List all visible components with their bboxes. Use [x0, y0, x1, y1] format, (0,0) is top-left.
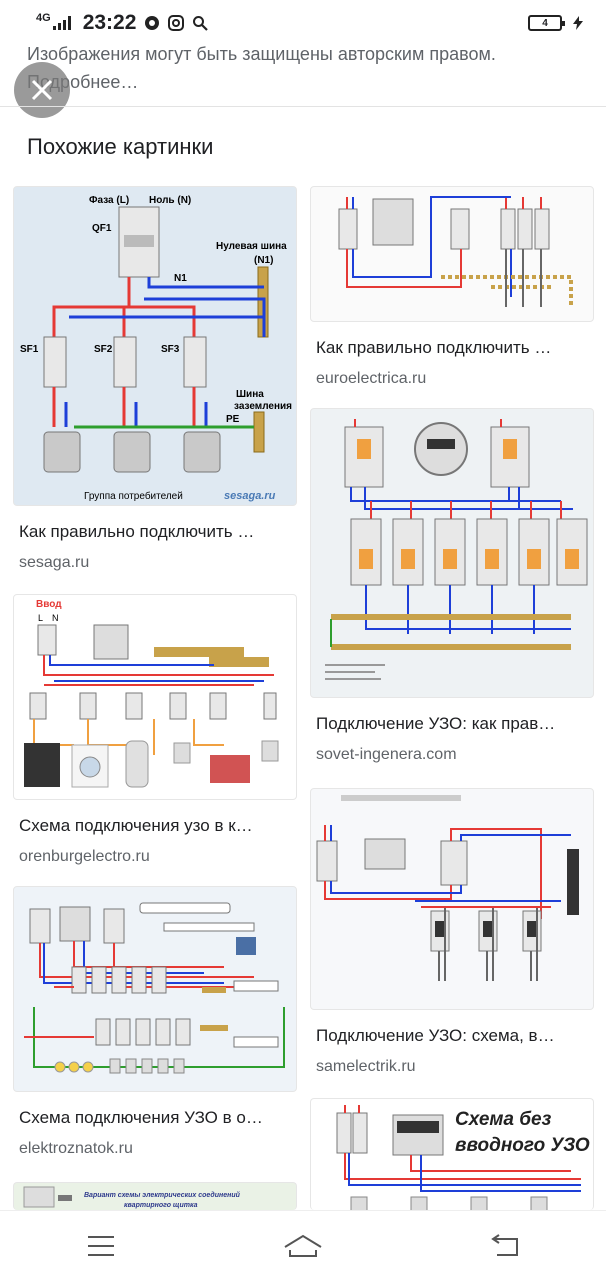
diagram-label: L: [38, 613, 43, 623]
result-source[interactable]: euroelectrica.ru: [316, 370, 427, 387]
wiring-diagram: Вариант схемы электрических соединений к…: [23, 1186, 241, 1209]
diagram-label: N: [52, 613, 59, 623]
thumbnail-caption: Схема без: [455, 1109, 552, 1130]
thumbnail-caption: квартирного щитка: [124, 1202, 198, 1209]
back-icon: [491, 1233, 518, 1256]
result-title[interactable]: Как правильно подключить …: [19, 522, 255, 541]
diagram-label: Нулевая шина: [216, 241, 287, 252]
status-bar: 4G 23:22 4: [0, 0, 606, 46]
network-type: 4G: [36, 12, 51, 24]
close-icon: [31, 79, 53, 101]
copyright-notice: Изображения могут быть защищены авторски…: [27, 44, 496, 92]
wiring-diagram: Схема без вводного УЗО: [336, 1105, 590, 1210]
result-thumbnail[interactable]: [13, 886, 297, 1092]
diagram-label: Фаза (L): [89, 195, 129, 206]
thumbnail-caption: вводного УЗО: [455, 1135, 590, 1156]
instagram-icon: [168, 15, 185, 31]
thumbnail-caption: Вариант схемы электрических соединений: [84, 1191, 241, 1199]
menu-button[interactable]: [71, 1221, 131, 1271]
wiring-diagram: [316, 795, 579, 981]
result-title[interactable]: Подключение УЗО: схема, в…: [316, 1026, 555, 1045]
section-title: Похожие картинки: [27, 134, 214, 159]
wiring-diagram: Фаза (L) Ноль (N) QF1 Нулевая шина (N1) …: [20, 195, 292, 502]
result-title[interactable]: Подключение УЗО: как прав…: [316, 714, 556, 733]
result-thumbnail[interactable]: Ввод L N: [13, 594, 297, 800]
result-thumbnail[interactable]: Вариант схемы электрических соединений к…: [13, 1182, 297, 1210]
divider: [0, 106, 606, 107]
result-title[interactable]: Схема подключения УЗО в о…: [19, 1108, 263, 1127]
result-thumbnail[interactable]: Фаза (L) Ноль (N) QF1 Нулевая шина (N1) …: [13, 186, 297, 506]
diagram-label: Ввод: [36, 599, 62, 610]
result-card[interactable]: Ввод L N Схема подключения узо в к…: [13, 594, 297, 866]
diagram-label: PE: [226, 414, 240, 425]
home-button[interactable]: [273, 1221, 333, 1271]
result-card[interactable]: Как правильно подключить … euroelectrica…: [310, 186, 594, 388]
wiring-diagram: Ввод L N: [24, 599, 279, 788]
diagram-label: Группа потребителей: [84, 490, 183, 502]
wiring-diagram: [325, 419, 588, 680]
watermark: sesaga.ru: [224, 490, 276, 502]
diagram-label: QF1: [92, 223, 112, 234]
result-thumbnail[interactable]: [310, 788, 594, 1010]
navigation-bar: [0, 1210, 606, 1280]
battery-indicator: 4: [528, 15, 565, 31]
clock: 23:22: [82, 11, 137, 34]
diagram-label: заземления: [234, 401, 292, 412]
chrome-icon: [145, 16, 160, 30]
menu-icon: [88, 1235, 114, 1256]
search-icon: [193, 16, 209, 31]
wiring-diagram: [24, 902, 285, 1074]
result-card[interactable]: Подключение УЗО: как прав… sovet-ingener…: [310, 408, 594, 764]
result-title[interactable]: Как правильно подключить …: [316, 338, 552, 357]
charging-icon: [573, 16, 583, 30]
result-title[interactable]: Схема подключения узо в к…: [19, 816, 253, 835]
result-thumbnail[interactable]: [310, 186, 594, 322]
diagram-label: N1: [174, 273, 187, 284]
result-card[interactable]: Подключение УЗО: схема, в… samelectrik.r…: [310, 788, 594, 1076]
back-button[interactable]: [475, 1221, 535, 1271]
result-source[interactable]: orenburgelectro.ru: [19, 848, 150, 865]
result-source[interactable]: samelectrik.ru: [316, 1058, 416, 1075]
diagram-label: Шина: [236, 389, 264, 400]
result-card[interactable]: Вариант схемы электрических соединений к…: [13, 1182, 297, 1210]
diagram-label: SF3: [161, 344, 180, 355]
result-source[interactable]: sesaga.ru: [19, 554, 90, 571]
signal-icon: [52, 16, 71, 30]
home-icon: [284, 1234, 322, 1257]
result-card[interactable]: Схема подключения УЗО в о… elektroznatok…: [13, 886, 297, 1158]
close-button[interactable]: [14, 62, 70, 118]
result-card[interactable]: Фаза (L) Ноль (N) QF1 Нулевая шина (N1) …: [13, 186, 297, 572]
result-thumbnail[interactable]: Схема без вводного УЗО: [310, 1098, 594, 1210]
result-card[interactable]: Схема без вводного УЗО: [310, 1098, 594, 1210]
result-thumbnail[interactable]: [310, 408, 594, 698]
result-source[interactable]: sovet-ingenera.com: [316, 746, 457, 763]
diagram-label: Ноль (N): [149, 195, 191, 206]
diagram-label: SF2: [94, 344, 113, 355]
diagram-label: SF1: [20, 344, 39, 355]
wiring-diagram: [338, 196, 573, 307]
diagram-label: (N1): [254, 255, 273, 266]
result-source[interactable]: elektroznatok.ru: [19, 1140, 133, 1157]
